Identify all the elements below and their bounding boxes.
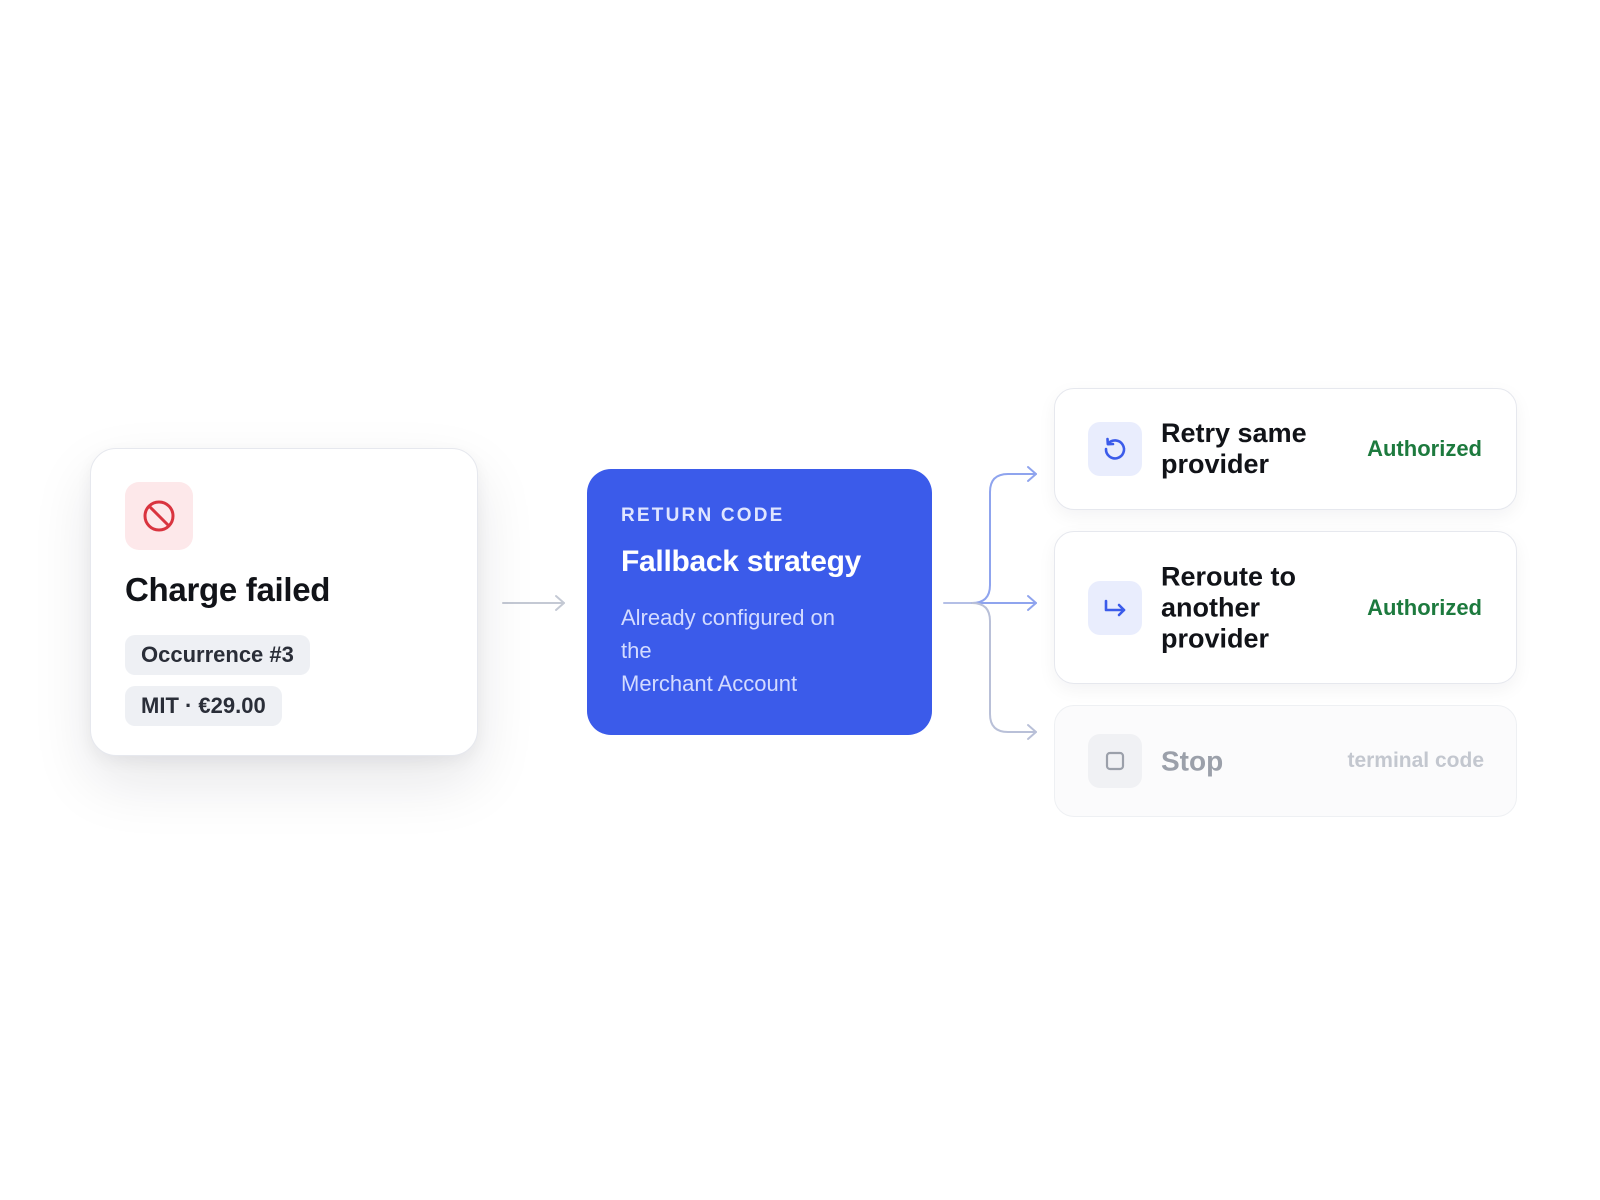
option-label-line: provider	[1161, 449, 1270, 479]
option-label-line: provider	[1161, 623, 1270, 653]
prohibited-icon-box	[125, 482, 193, 550]
retry-icon-box	[1088, 422, 1142, 476]
occurrence-chip: Occurrence #3	[125, 635, 310, 675]
option-label-line: another	[1161, 592, 1261, 622]
fallback-strategy-title: Fallback strategy	[621, 545, 862, 578]
option-label-line: Stop	[1161, 745, 1224, 777]
option-label: Retry same provider	[1161, 418, 1307, 480]
strategy-description-line: the	[621, 638, 652, 663]
reroute-icon	[1104, 599, 1126, 616]
retry-icon	[1104, 437, 1126, 460]
option-label: Reroute to another provider	[1161, 561, 1296, 654]
option-label-line: Reroute to	[1161, 561, 1296, 591]
option-label: Stop	[1161, 746, 1223, 777]
return-code-eyebrow: RETURN CODE	[621, 505, 785, 526]
status-terminal-code: terminal code	[1347, 749, 1484, 772]
stop-icon-box	[1088, 734, 1142, 788]
reroute-icon-box	[1088, 580, 1142, 635]
strategy-description-line: Merchant Account	[621, 671, 798, 696]
option-retry-same-provider: Retry same provider Authorized	[1054, 388, 1517, 510]
status-authorized: Authorized	[1367, 594, 1482, 620]
option-stop: Stop terminal code	[1054, 705, 1517, 817]
amount-chip: MIT · €29.00	[125, 686, 282, 726]
fallback-strategy-box: RETURN CODE Fallback strategy Already co…	[587, 469, 932, 735]
charge-failed-title: Charge failed	[125, 571, 331, 608]
prohibited-icon	[143, 500, 175, 532]
strategy-description-line: Already configured on	[621, 605, 836, 630]
status-authorized: Authorized	[1367, 436, 1482, 461]
strategy-description: Already configured on the Merchant Accou…	[621, 601, 891, 700]
charge-failed-card: Charge failed Occurrence #3 MIT · €29.00	[90, 448, 478, 756]
option-reroute-provider: Reroute to another provider Authorized	[1054, 531, 1517, 684]
stop-icon	[1105, 751, 1125, 771]
branch-connector	[943, 466, 1037, 740]
arrow-to-strategy	[502, 595, 565, 611]
option-label-line: Retry same	[1161, 418, 1307, 448]
